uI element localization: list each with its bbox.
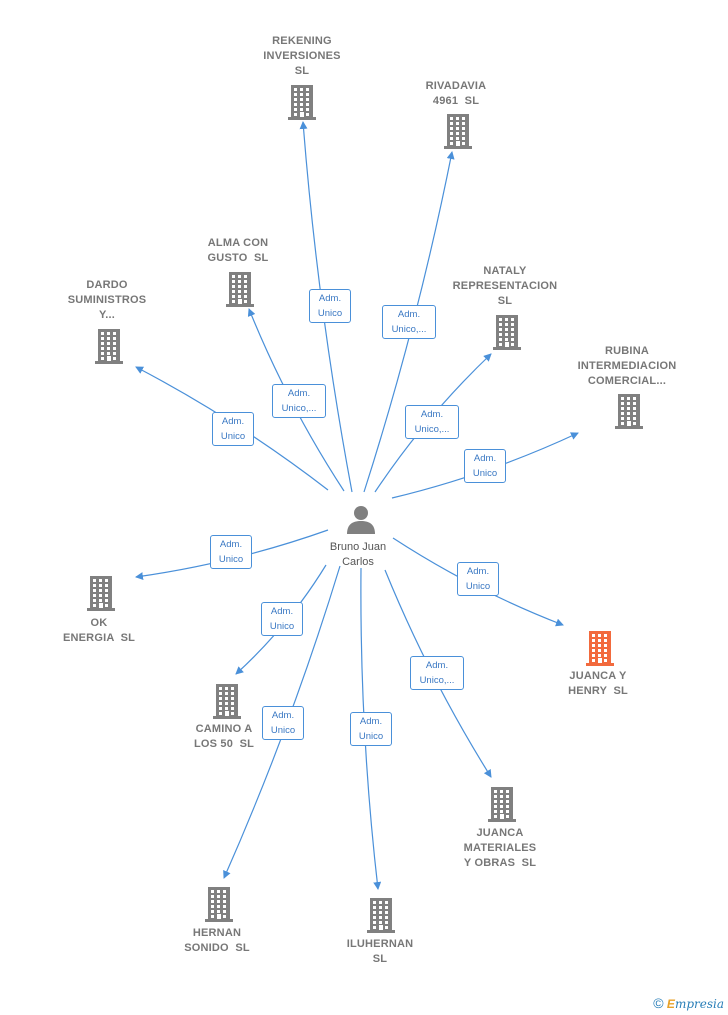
company-name: HERNAN SONIDO SL xyxy=(147,926,287,956)
company-name-line: HERNAN xyxy=(192,927,242,939)
company-name: RUBINA INTERMEDIACION COMERCIAL... xyxy=(557,344,697,389)
edge-role-line: Adm. xyxy=(287,388,311,399)
company-name: NATALY REPRESENTACION SL xyxy=(435,264,575,309)
person-name-line-2: Carlos xyxy=(342,556,374,568)
company-name-line: SL xyxy=(294,65,310,77)
edge-role-label-alma[interactable]: Adm. Unico,... xyxy=(272,384,326,418)
company-name-line: REPRESENTACION xyxy=(452,280,558,292)
edge-role-line: Adm. xyxy=(318,293,342,304)
company-name-line: ALMA CON xyxy=(207,237,269,249)
edge-role-line: Adm. xyxy=(359,716,383,727)
company-name: OK ENERGIA SL xyxy=(29,616,169,646)
edge-role-line: Unico xyxy=(465,581,491,592)
company-name-line: OK xyxy=(90,617,108,629)
building-icon xyxy=(205,887,233,922)
edge-role-line: Adm. xyxy=(466,566,490,577)
company-name-line: LOS 50 SL xyxy=(193,738,255,750)
company-name: ALMA CON GUSTO SL xyxy=(168,236,308,266)
company-name: REKENING INVERSIONES SL xyxy=(232,34,372,79)
edge-role-line: Unico xyxy=(358,731,384,742)
brand-logo-initial: E xyxy=(666,997,675,1011)
edge-role-line: Adm. xyxy=(271,710,295,721)
building-icon xyxy=(213,684,241,719)
company-name-line: ENERGIA SL xyxy=(62,632,136,644)
company-name: RIVADAVIA 4961 SL xyxy=(386,79,526,109)
building-icon xyxy=(226,272,254,307)
building-icon xyxy=(288,85,316,120)
building-icon xyxy=(615,394,643,429)
edge-role-label-juanca_materiales[interactable]: Adm. Unico,... xyxy=(410,656,464,690)
company-name-line: NATALY xyxy=(483,265,527,277)
edge-role-line: Unico xyxy=(270,725,296,736)
building-icon xyxy=(367,898,395,933)
company-name: JUANCA MATERIALES Y OBRAS SL xyxy=(430,826,570,871)
company-name-line: SONIDO SL xyxy=(184,942,250,954)
company-name-line: SUMINISTROS xyxy=(67,294,147,306)
edge-role-line: Adm. xyxy=(219,539,243,550)
building-icon xyxy=(586,631,614,666)
company-name-line: HENRY SL xyxy=(568,685,628,697)
company-name: DARDO SUMINISTROS Y... xyxy=(37,278,177,323)
edge-role-label-rivadavia[interactable]: Adm. Unico,... xyxy=(382,305,436,339)
company-name-line: COMERCIAL... xyxy=(587,375,667,387)
edge-role-label-iluhernan[interactable]: Adm. Unico xyxy=(350,712,392,746)
company-name-line: GUSTO SL xyxy=(207,252,269,264)
edge-role-line: Unico xyxy=(472,468,498,479)
company-name: ILUHERNAN SL xyxy=(310,937,450,967)
company-name-line: SL xyxy=(372,953,388,965)
edge-role-line: Unico xyxy=(220,431,246,442)
company-name-line: RUBINA xyxy=(605,345,649,357)
footer-brand: © Empresia xyxy=(653,995,724,1011)
edge-role-line: Unico,... xyxy=(391,324,427,335)
edge-role-line: Unico xyxy=(317,308,343,319)
edge-role-line: Unico,... xyxy=(281,403,317,414)
company-name-line: CAMINO A xyxy=(195,723,253,735)
company-name: CAMINO A LOS 50 SL xyxy=(154,722,294,752)
brand-logo-text: mpresia xyxy=(674,997,724,1011)
company-name-line: INTERMEDIACION xyxy=(577,360,677,372)
edge-role-label-nataly[interactable]: Adm. Unico,... xyxy=(405,405,459,439)
company-name-line: Y OBRAS SL xyxy=(463,857,537,869)
company-name-line: 4961 SL xyxy=(432,95,480,107)
edge-role-label-rubina[interactable]: Adm. Unico xyxy=(464,449,506,483)
copyright-icon: © xyxy=(653,995,664,1011)
company-name-line: Y... xyxy=(98,309,116,321)
building-icon xyxy=(488,787,516,822)
company-name-line: RIVADAVIA xyxy=(425,80,487,92)
company-name-line: ILUHERNAN xyxy=(346,938,414,950)
edge-role-line: Unico,... xyxy=(419,675,455,686)
company-name: JUANCA Y HENRY SL xyxy=(528,669,668,699)
company-name-line: REKENING xyxy=(272,35,332,47)
building-icon xyxy=(444,114,472,149)
company-name-line: DARDO xyxy=(86,279,128,291)
edge-role-line: Adm. xyxy=(425,660,449,671)
edge-role-line: Adm. xyxy=(397,309,421,320)
edge-role-line: Adm. xyxy=(420,409,444,420)
edge-role-line: Adm. xyxy=(221,416,245,427)
edge-role-label-rekening[interactable]: Adm. Unico xyxy=(309,289,351,323)
company-name-line: MATERIALES xyxy=(463,842,537,854)
edge-role-line: Adm. xyxy=(473,453,497,464)
edge-role-label-dardo[interactable]: Adm. Unico xyxy=(212,412,254,446)
edge-role-line: Unico,... xyxy=(414,424,450,435)
edge-role-label-camino[interactable]: Adm. Unico xyxy=(261,602,303,636)
building-icon xyxy=(87,576,115,611)
building-icon xyxy=(493,315,521,350)
person-icon xyxy=(347,506,375,534)
person-name: Bruno Juan Carlos xyxy=(298,540,418,570)
building-icon xyxy=(95,329,123,364)
edge-role-line: Unico xyxy=(218,554,244,565)
edge-role-label-ok[interactable]: Adm. Unico xyxy=(210,535,252,569)
company-name-line: SL xyxy=(497,295,513,307)
edge-role-label-juanca_henry[interactable]: Adm. Unico xyxy=(457,562,499,596)
company-name-line: JUANCA Y xyxy=(569,670,627,682)
edge-role-label-hernan[interactable]: Adm. Unico xyxy=(262,706,304,740)
company-name-line: INVERSIONES xyxy=(263,50,341,62)
person-name-line-1: Bruno Juan xyxy=(329,541,387,553)
edge-role-line: Adm. xyxy=(270,606,294,617)
edge-role-line: Unico xyxy=(269,621,295,632)
company-name-line: JUANCA xyxy=(476,827,524,839)
